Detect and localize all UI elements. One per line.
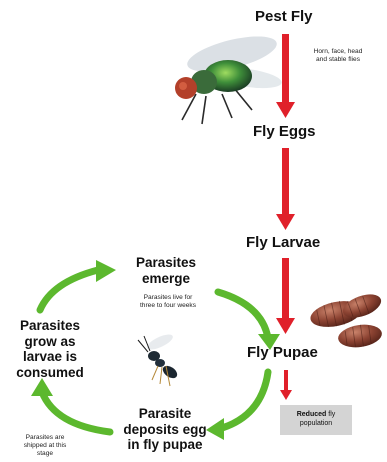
grow-line-2: grow as bbox=[4, 334, 96, 350]
green-arrow-emerge-to-pupae bbox=[218, 292, 280, 350]
reduced-bold-text: Reduced bbox=[297, 411, 327, 418]
label-parasites-emerge: Parasites emerge bbox=[126, 255, 206, 287]
emerge-line-2: emerge bbox=[126, 271, 206, 287]
housefly-photo bbox=[175, 29, 283, 124]
emerge-note-line-2: three to four weeks bbox=[126, 302, 210, 310]
green-arrow-deposit-to-grow bbox=[31, 378, 110, 432]
reduced-population-box: Reduced fly population bbox=[280, 405, 352, 435]
emerge-note: Parasites live for three to four weeks bbox=[126, 294, 210, 310]
deposit-line-1: Parasite bbox=[110, 406, 220, 422]
pest-fly-note: Horn, face, head and stable flies bbox=[298, 48, 378, 64]
pest-fly-note-line-1: Horn, face, head bbox=[298, 48, 378, 56]
grow-line-4: consumed bbox=[4, 365, 96, 381]
arrow-eggs-to-larvae bbox=[276, 148, 295, 230]
deposit-line-2: deposits egg bbox=[110, 422, 220, 438]
arrow-pupae-to-reduced bbox=[280, 370, 292, 400]
grow-line-3: larvae is bbox=[4, 349, 96, 365]
shipped-note-line-1: Parasites are bbox=[14, 434, 76, 442]
shipped-note-line-3: stage bbox=[14, 450, 76, 458]
green-arrow-grow-to-emerge bbox=[40, 260, 116, 310]
label-parasite-deposits: Parasite deposits egg in fly pupae bbox=[110, 406, 220, 453]
label-fly-eggs: Fly Eggs bbox=[253, 123, 316, 140]
label-parasites-grow: Parasites grow as larvae is consumed bbox=[4, 318, 96, 380]
emerge-note-line-1: Parasites live for bbox=[126, 294, 210, 302]
pest-fly-note-line-2: and stable flies bbox=[298, 56, 378, 64]
shipped-note: Parasites are shipped at this stage bbox=[14, 434, 76, 458]
reduced-line-2: population bbox=[280, 419, 352, 428]
deposit-line-3: in fly pupae bbox=[110, 437, 220, 453]
label-fly-pupae: Fly Pupae bbox=[247, 344, 318, 361]
arrow-fly-to-eggs bbox=[276, 34, 295, 118]
grow-line-1: Parasites bbox=[4, 318, 96, 334]
reduced-rest-text: fly bbox=[328, 411, 335, 418]
shipped-note-line-2: shipped at this bbox=[14, 442, 76, 450]
parasitic-wasp-photo bbox=[138, 332, 179, 386]
pupae-photo bbox=[308, 290, 384, 350]
label-pest-fly: Pest Fly bbox=[255, 8, 313, 25]
label-fly-larvae: Fly Larvae bbox=[246, 234, 320, 251]
emerge-line-1: Parasites bbox=[126, 255, 206, 271]
arrow-larvae-to-pupae bbox=[276, 258, 295, 334]
